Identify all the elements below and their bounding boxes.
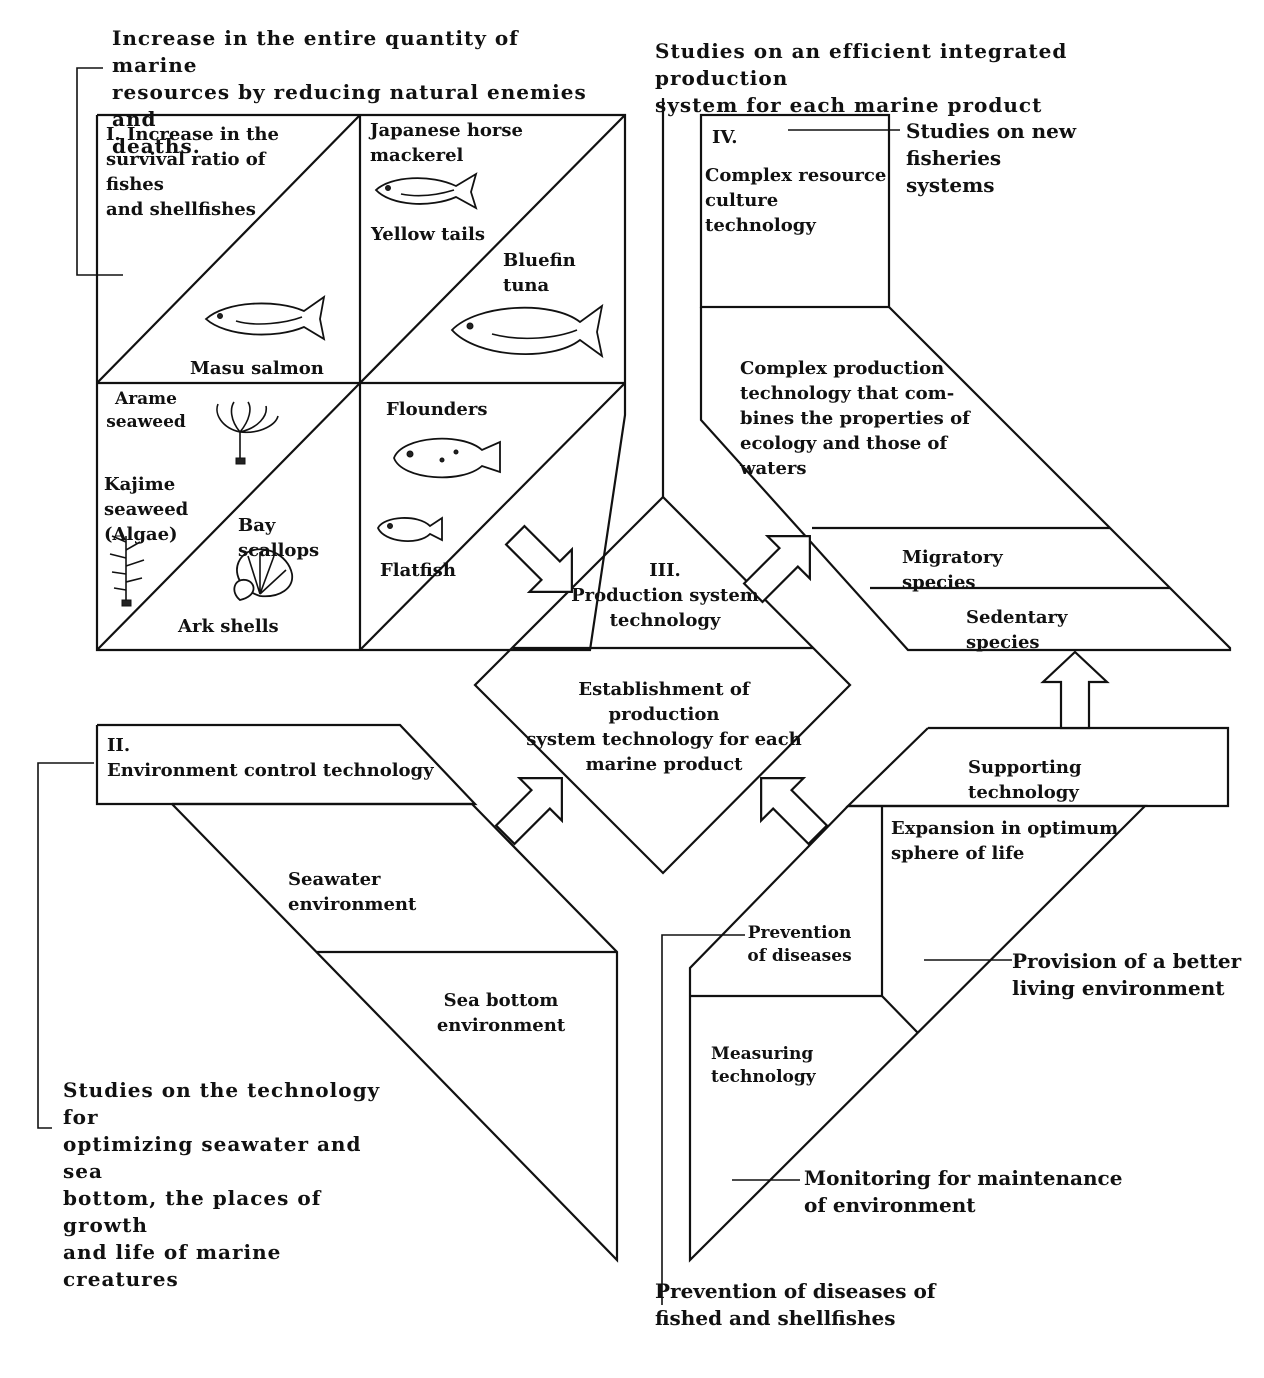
- species-yellow-tails: Yellow tails: [371, 224, 485, 245]
- section3-diamond: [473, 495, 852, 875]
- species-japanese-horse-mackerel: Japanese horse mackerel: [370, 120, 523, 166]
- tuna-illustration: [450, 303, 604, 359]
- support-frame: [661, 726, 1230, 1305]
- arrow-from-section1: [504, 524, 573, 593]
- section2-frame: [37, 723, 619, 1263]
- species-bay-scallops: Bay scallops: [238, 515, 320, 561]
- flounder-illustration: [393, 437, 501, 479]
- section4-complex-resource: Complex resource culture technology: [705, 165, 887, 236]
- section3-establishment: Establishment of production system techn…: [526, 679, 802, 775]
- section2-sea-bottom: Sea bottom environment: [436, 990, 566, 1036]
- salmon-illustration: [204, 295, 326, 341]
- species-flounders: Flounders: [386, 399, 488, 420]
- section4-migratory: Migratory species: [902, 547, 1003, 593]
- arrow-from-section2: [494, 777, 563, 846]
- scallop-illustration: [233, 548, 293, 601]
- support-provision: Provision of a better living environment: [1012, 949, 1242, 1000]
- section2-seawater: Seawater environment: [288, 869, 417, 915]
- section2-title: II. Environment control technology: [107, 735, 434, 781]
- section1-frame: [95, 113, 627, 652]
- section4-complex-production: Complex production technology that com- …: [740, 358, 970, 479]
- section3-title: III. Production system technology: [571, 560, 759, 631]
- support-measuring: Measuring technology: [711, 1044, 816, 1087]
- kajime-illustration: [109, 535, 145, 607]
- species-flatfish: Flatfish: [380, 560, 456, 581]
- species-bluefin-tuna: Bluefin tuna: [503, 250, 576, 296]
- species-ark-shells: Ark shells: [178, 616, 279, 637]
- species-arame-seaweed: Arame seaweed: [106, 389, 186, 432]
- section2-studies-optimizing: Studies on the technology for optimizing…: [63, 1078, 381, 1291]
- arrow-support-up: [1040, 650, 1110, 730]
- intro-bracket: [76, 67, 123, 276]
- support-prevention: Prevention of diseases: [747, 923, 852, 966]
- support-prevention-diseases-fished: Prevention of diseases of fished and she…: [655, 1279, 936, 1330]
- section4-sedentary: Sedentary species: [966, 607, 1068, 653]
- support-title: Supporting technology: [968, 757, 1082, 803]
- arrow-from-support: [760, 777, 829, 846]
- support-monitoring: Monitoring for maintenance of environmen…: [804, 1166, 1123, 1217]
- intro-studies-efficient-text: Studies on an efficient integrated produ…: [655, 39, 1068, 117]
- section1-title: I. Increase in the survival ratio of fis…: [106, 124, 279, 220]
- arame-illustration: [216, 401, 279, 465]
- flatfish-illustration: [377, 516, 443, 542]
- species-masu-salmon: Masu salmon: [190, 358, 324, 379]
- mackerel-illustration: [374, 172, 478, 210]
- support-expansion: Expansion in optimum sphere of life: [891, 818, 1119, 864]
- section4-title: IV.: [712, 127, 738, 148]
- section4-studies-new: Studies on new fisheries systems: [906, 119, 1077, 197]
- section4-frame: [699, 113, 1232, 652]
- species-kajime-seaweed: Kajime seaweed (Algae): [104, 474, 189, 545]
- arrow-to-section4: [742, 535, 811, 604]
- intro-increase-text: Increase in the entire quantity of marin…: [112, 26, 587, 158]
